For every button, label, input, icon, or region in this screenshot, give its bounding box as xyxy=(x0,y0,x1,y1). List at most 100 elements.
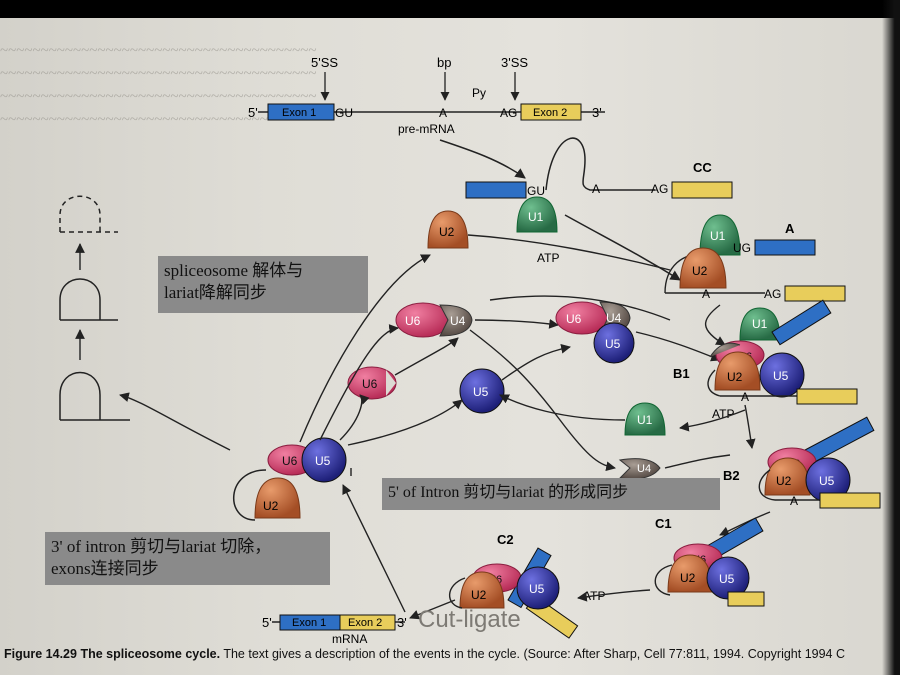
cc-a-label: A xyxy=(592,182,600,196)
atp-label-1: ATP xyxy=(537,251,559,265)
c1-u2-label: U2 xyxy=(680,571,696,585)
callout-ligate-line2: exons连接同步 xyxy=(51,559,159,578)
caption-title: The spliceosome cycle. xyxy=(80,647,221,661)
tri-u5-snrnp xyxy=(593,322,635,364)
branch-point-label: bp xyxy=(437,55,451,70)
b2-a-label: A xyxy=(790,494,798,508)
cc-label: CC xyxy=(693,160,712,175)
b1-u2-snrnp xyxy=(714,351,761,391)
a-label: A xyxy=(785,221,795,236)
callout-disassembly-line1: spliceosome 解体与 xyxy=(164,261,304,280)
c2-u2-label: U2 xyxy=(471,588,487,602)
b1-a-label: A xyxy=(741,390,749,404)
b2-u5-label: U5 xyxy=(819,474,835,488)
a-branch-a-label: A xyxy=(702,287,710,301)
released-u4-label: U4 xyxy=(637,463,651,475)
b1-u2-label: U2 xyxy=(727,370,743,384)
mrna-five-prime-label: 5' xyxy=(262,615,272,630)
branch-a-label: A xyxy=(439,106,447,120)
cc-ag-label: AG xyxy=(651,182,668,196)
b2-exon2-block xyxy=(819,492,881,509)
callout-cut-lariat: 5' of Intron 剪切与lariat 的形成同步 xyxy=(382,478,720,510)
c2-u5-label: U5 xyxy=(529,582,545,596)
free-u5-snrnp xyxy=(459,368,505,414)
a-u2-snrnp xyxy=(679,247,727,289)
a-u2-label: U2 xyxy=(692,264,708,278)
post-u6-label: U6 xyxy=(282,454,298,468)
released-u1-label: U1 xyxy=(637,413,653,427)
pre-mrna-group: 5'SS bp 3'SS 5' Exon 1 GU A Py AG Exon 2… xyxy=(248,55,605,136)
atp-label-2: ATP xyxy=(712,407,734,421)
cc-exon1-block xyxy=(465,181,527,199)
cc-complex: GU A AG CC U1 ATP xyxy=(465,137,733,265)
b1-exon1-block xyxy=(771,299,832,346)
a-exon2-block xyxy=(784,285,846,302)
py-label: Py xyxy=(472,86,486,100)
a-u1-label: U1 xyxy=(710,229,726,243)
cc-exon2-block xyxy=(671,181,733,199)
b1-u5-snrnp xyxy=(759,352,805,398)
free-u4-label: U4 xyxy=(450,314,466,328)
three-splice-site-label: 3'SS xyxy=(501,55,528,70)
b1-exon2-block xyxy=(796,388,858,405)
callout-disassembly-line2: lariat降解同步 xyxy=(164,283,267,302)
post-u2-snrnp xyxy=(254,477,301,519)
c1-exon2-block xyxy=(727,591,765,607)
callout-ligate-line1: 3' of intron 剪切与lariat 切除， xyxy=(51,537,272,556)
callout-cut-lariat-text: 5' of Intron 剪切与lariat 的形成同步 xyxy=(388,484,629,501)
mrna-group: 5' Exon 1 Exon 2 3' mRNA xyxy=(262,614,407,646)
post-u2-label: U2 xyxy=(263,499,279,513)
tri-u5-label: U5 xyxy=(605,337,621,351)
post-splicing-complex: U2 U6 U5 xyxy=(232,437,347,521)
free-u2-label: U2 xyxy=(439,225,455,239)
released-u1-snrnp xyxy=(624,402,666,436)
five-splice-site-label: 5'SS xyxy=(311,55,338,70)
b1-u1-label: U1 xyxy=(752,317,768,331)
mrna-three-prime-label: 3' xyxy=(397,615,407,630)
a-exon1-block xyxy=(754,239,816,256)
a-complex: U1 UG A U2 A AG xyxy=(664,214,846,302)
caption-source: (Source: After Sharp, Cell 77:811, 1994.… xyxy=(523,647,845,661)
c2-u2-snrnp xyxy=(459,571,505,609)
three-prime-end-label: 3' xyxy=(592,105,602,120)
a-ug-label: UG xyxy=(733,241,751,255)
c1-u5-label: U5 xyxy=(719,572,735,586)
u6-u4-u5-complex: U6 U4 U5 xyxy=(555,301,635,364)
b2-u2-label: U2 xyxy=(776,474,792,488)
mrna-label: mRNA xyxy=(332,632,367,646)
a-u1-snrnp xyxy=(699,214,741,256)
b1-u5-label: U5 xyxy=(773,369,789,383)
cc-u1-snrnp xyxy=(516,196,558,233)
caption-figure-number: Figure 14.29 xyxy=(4,647,77,661)
b1-label: B1 xyxy=(673,366,690,381)
tri-u4-label: U4 xyxy=(606,311,622,325)
free-u6-only-label: U6 xyxy=(362,377,378,391)
ag-label: AG xyxy=(500,106,517,120)
free-u6: U6 xyxy=(347,366,397,400)
u6-u4-free-complex: U6 U4 xyxy=(395,302,473,338)
c2-complex: C2 U6 U2 U5 xyxy=(448,532,579,639)
cc-gu-label: GU xyxy=(527,184,545,198)
exon2-label: Exon 2 xyxy=(533,107,567,119)
post-u5-snrnp xyxy=(301,437,347,483)
callout-disassembly: spliceosome 解体与 lariat降解同步 xyxy=(158,256,368,313)
b1-complex: U1 U6 U2 U5 A B1 xyxy=(673,299,858,405)
c1-complex: C1 U6 U2 U5 xyxy=(654,516,765,607)
five-prime-end-label: 5' xyxy=(248,105,258,120)
callout-ligate: 3' of intron 剪切与lariat 切除， exons连接同步 xyxy=(45,532,330,585)
a-ag-label: AG xyxy=(764,287,781,301)
free-u2-snrnp xyxy=(427,210,469,249)
b2-complex: U6 U2 U5 A B2 xyxy=(723,416,881,509)
mrna-exon1-label: Exon 1 xyxy=(292,617,326,629)
right-edge-shadow xyxy=(882,0,900,675)
c1-label: C1 xyxy=(655,516,672,531)
c2-u5-snrnp xyxy=(516,566,560,610)
mrna-exon2-block xyxy=(339,614,396,631)
mrna-exon2-label: Exon 2 xyxy=(348,617,382,629)
exon2-block xyxy=(520,103,582,121)
pre-mrna-label: pre-mRNA xyxy=(398,122,455,136)
lariat-degradation xyxy=(59,195,130,421)
c2-label: C2 xyxy=(497,532,514,547)
exon1-label: Exon 1 xyxy=(282,107,316,119)
